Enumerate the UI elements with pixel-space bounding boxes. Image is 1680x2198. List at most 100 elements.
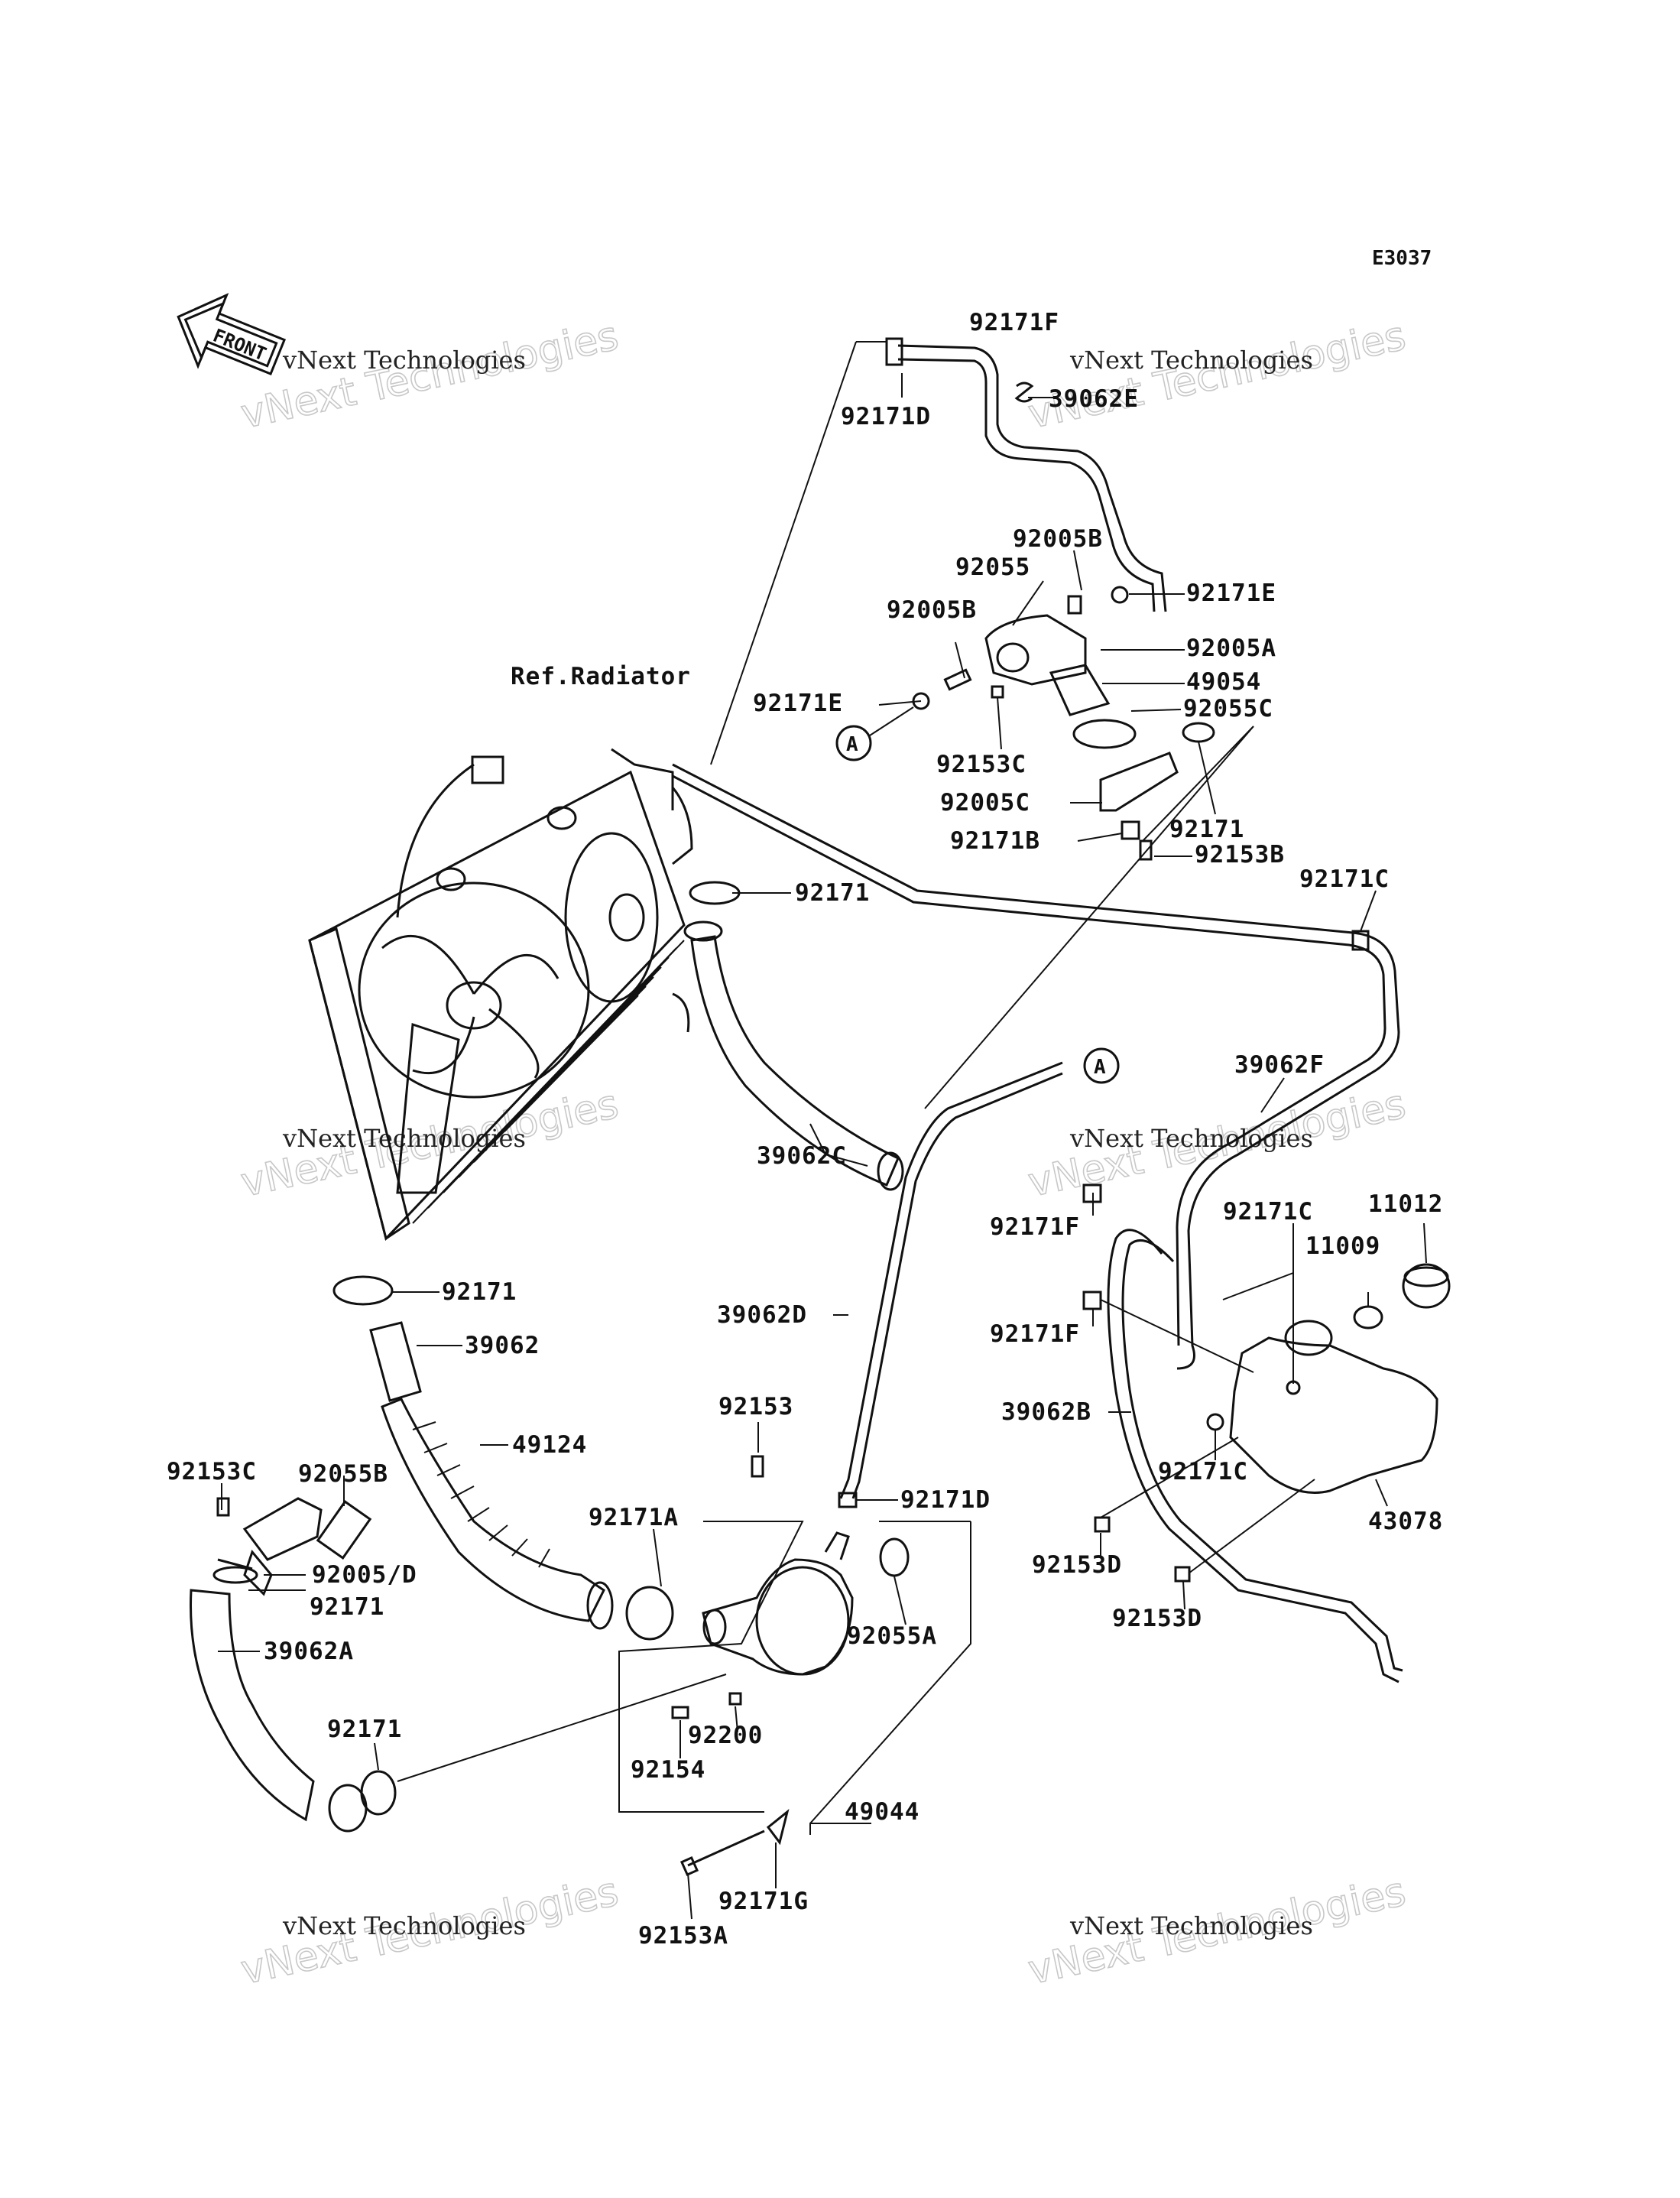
clip-92171B	[1121, 820, 1140, 840]
fan-motor-bracket	[396, 1022, 460, 1194]
part-label-43078: 43078	[1368, 1508, 1443, 1535]
bypass-hose-39062E-inner	[897, 358, 1156, 612]
upper-hose-end	[877, 1151, 904, 1191]
fitting-92005D	[242, 1497, 323, 1561]
part-label-39062C: 39062C	[757, 1142, 847, 1170]
radiator-assembly	[308, 748, 693, 1241]
water-pump-body	[702, 1558, 854, 1676]
bolt-92153C-left	[216, 1497, 230, 1517]
part-labels: 92171F 39062E 92171D 92005B 92055 92171E…	[167, 309, 1443, 1950]
part-label-11009: 11009	[1305, 1232, 1380, 1260]
part-label-92153: 92153	[718, 1393, 793, 1420]
part-label-92153D-left: 92153D	[1032, 1551, 1122, 1579]
part-label-39062A: 39062A	[264, 1638, 354, 1665]
reserve-tank-cap-11012	[1402, 1263, 1451, 1309]
part-label-92055C: 92055C	[1183, 695, 1273, 722]
clamp-92171-left-icon	[212, 1566, 258, 1584]
bolt-92153	[751, 1455, 764, 1478]
callout-a-lower: A	[1083, 1047, 1120, 1084]
part-label-92171E-left: 92171E	[753, 690, 843, 717]
reserve-tank-body	[1229, 1336, 1438, 1494]
part-label-92171-upper: 92171	[795, 879, 870, 907]
part-label-92171D-pump: 92171D	[900, 1486, 991, 1514]
part-label-92171A: 92171A	[589, 1504, 679, 1531]
bolt-92005B-top	[1067, 595, 1082, 615]
upper-hose-top	[683, 920, 723, 942]
watermark-outline-text: vNext Technologies	[237, 313, 622, 438]
watermark-text: vNext Technologies	[282, 346, 526, 375]
part-label-92171-bottom: 92171	[327, 1716, 402, 1743]
radiator-filler-neck	[611, 748, 674, 810]
bypass-hose-39062E	[897, 344, 1167, 612]
part-label-92171F-mid: 92171F	[990, 1213, 1080, 1241]
part-label-39062D: 39062D	[717, 1301, 807, 1329]
lower-outlet-pipe	[672, 992, 690, 1033]
part-label-92154: 92154	[631, 1756, 705, 1784]
watermark-bottom-right: vNext Technologies vNext Technologies	[1023, 1868, 1410, 1995]
part-label-92171C-top: 92171C	[1299, 865, 1390, 893]
diagram-code: E3037	[1372, 247, 1432, 270]
clip-92171D-top	[885, 337, 903, 366]
breather-hose-39062D	[839, 1061, 1063, 1499]
part-label-92200: 92200	[688, 1722, 763, 1749]
part-label-92005B-left: 92005B	[887, 596, 977, 624]
watermark-mid-right: vNext Technologies vNext Technologies	[1023, 1081, 1410, 1207]
fan-wire	[396, 763, 475, 918]
gasket-92055B	[316, 1500, 372, 1560]
part-label-39062B: 39062B	[1001, 1398, 1091, 1426]
thermostat-valve-49054	[1049, 664, 1111, 716]
part-label-92005C: 92005C	[940, 789, 1030, 817]
clip-92171F-top-icon	[1014, 381, 1034, 403]
part-label-49124: 49124	[512, 1431, 587, 1459]
part-label-92153B: 92153B	[1195, 841, 1285, 868]
clip-92171F-low	[1082, 1291, 1102, 1310]
thermostat-housing	[984, 614, 1087, 686]
upper-radiator-hose	[690, 935, 900, 1187]
watermark-outline-text: vNext Technologies	[1024, 313, 1409, 438]
water-pump-49044	[671, 1455, 910, 1877]
clip-92171C-tank2-icon	[1206, 1413, 1224, 1431]
radiator-core-fins	[412, 940, 685, 1224]
part-label-92153D-right: 92153D	[1112, 1605, 1202, 1632]
part-label-92055A: 92055A	[847, 1622, 937, 1650]
reserve-tank-neck	[1284, 1320, 1333, 1356]
breather-hose-39062D-inner	[851, 1072, 1063, 1499]
tank-hose-39062B-inner	[1121, 1239, 1403, 1672]
ref-radiator-label: Ref.Radiator	[511, 663, 691, 690]
part-label-92055B: 92055B	[298, 1460, 388, 1488]
part-label-92171F-low: 92171F	[990, 1320, 1080, 1348]
watermark-top-right: vNext Technologies vNext Technologies	[1023, 313, 1410, 439]
mount-grommet	[546, 806, 577, 830]
bolt-92153B	[1139, 839, 1153, 861]
thermostat-port	[996, 642, 1030, 673]
watermark-text: vNext Technologies	[1069, 1124, 1313, 1153]
part-label-92005D: 92005/D	[312, 1561, 417, 1589]
cap-seal-11009	[1353, 1305, 1383, 1330]
clip-92171G	[766, 1809, 790, 1846]
part-label-92153A: 92153A	[638, 1922, 728, 1950]
part-label-49044: 49044	[845, 1798, 919, 1826]
water-pump-housing	[755, 1566, 850, 1676]
part-label-92171-left: 92171	[310, 1593, 384, 1621]
clamp-92171A-icon	[625, 1586, 674, 1641]
part-label-92055: 92055	[955, 554, 1030, 581]
clamp-92171-bottom-icon	[360, 1770, 397, 1816]
hose-39062A	[190, 1589, 315, 1822]
watermark-top-left: vNext Technologies vNext Technologies	[236, 313, 623, 439]
part-label-39062E: 39062E	[1049, 385, 1139, 413]
thermostat-assembly	[912, 586, 1215, 861]
thermostat-cover	[1099, 752, 1179, 812]
part-label-92171D-top: 92171D	[841, 403, 931, 430]
fan-hub	[446, 981, 502, 1030]
part-label-49054: 49054	[1186, 668, 1261, 696]
clamp-92171-lower-icon	[332, 1275, 394, 1306]
washer-92200	[728, 1692, 742, 1706]
upper-outlet-pipe	[671, 787, 693, 865]
second-fan	[564, 832, 659, 1003]
callout-a-letter: A	[846, 733, 858, 756]
hose-49124-end	[586, 1581, 614, 1630]
part-label-92171C-tank2: 92171C	[1158, 1458, 1248, 1485]
pump-inlet	[702, 1609, 727, 1645]
mount-grommet	[436, 867, 466, 891]
